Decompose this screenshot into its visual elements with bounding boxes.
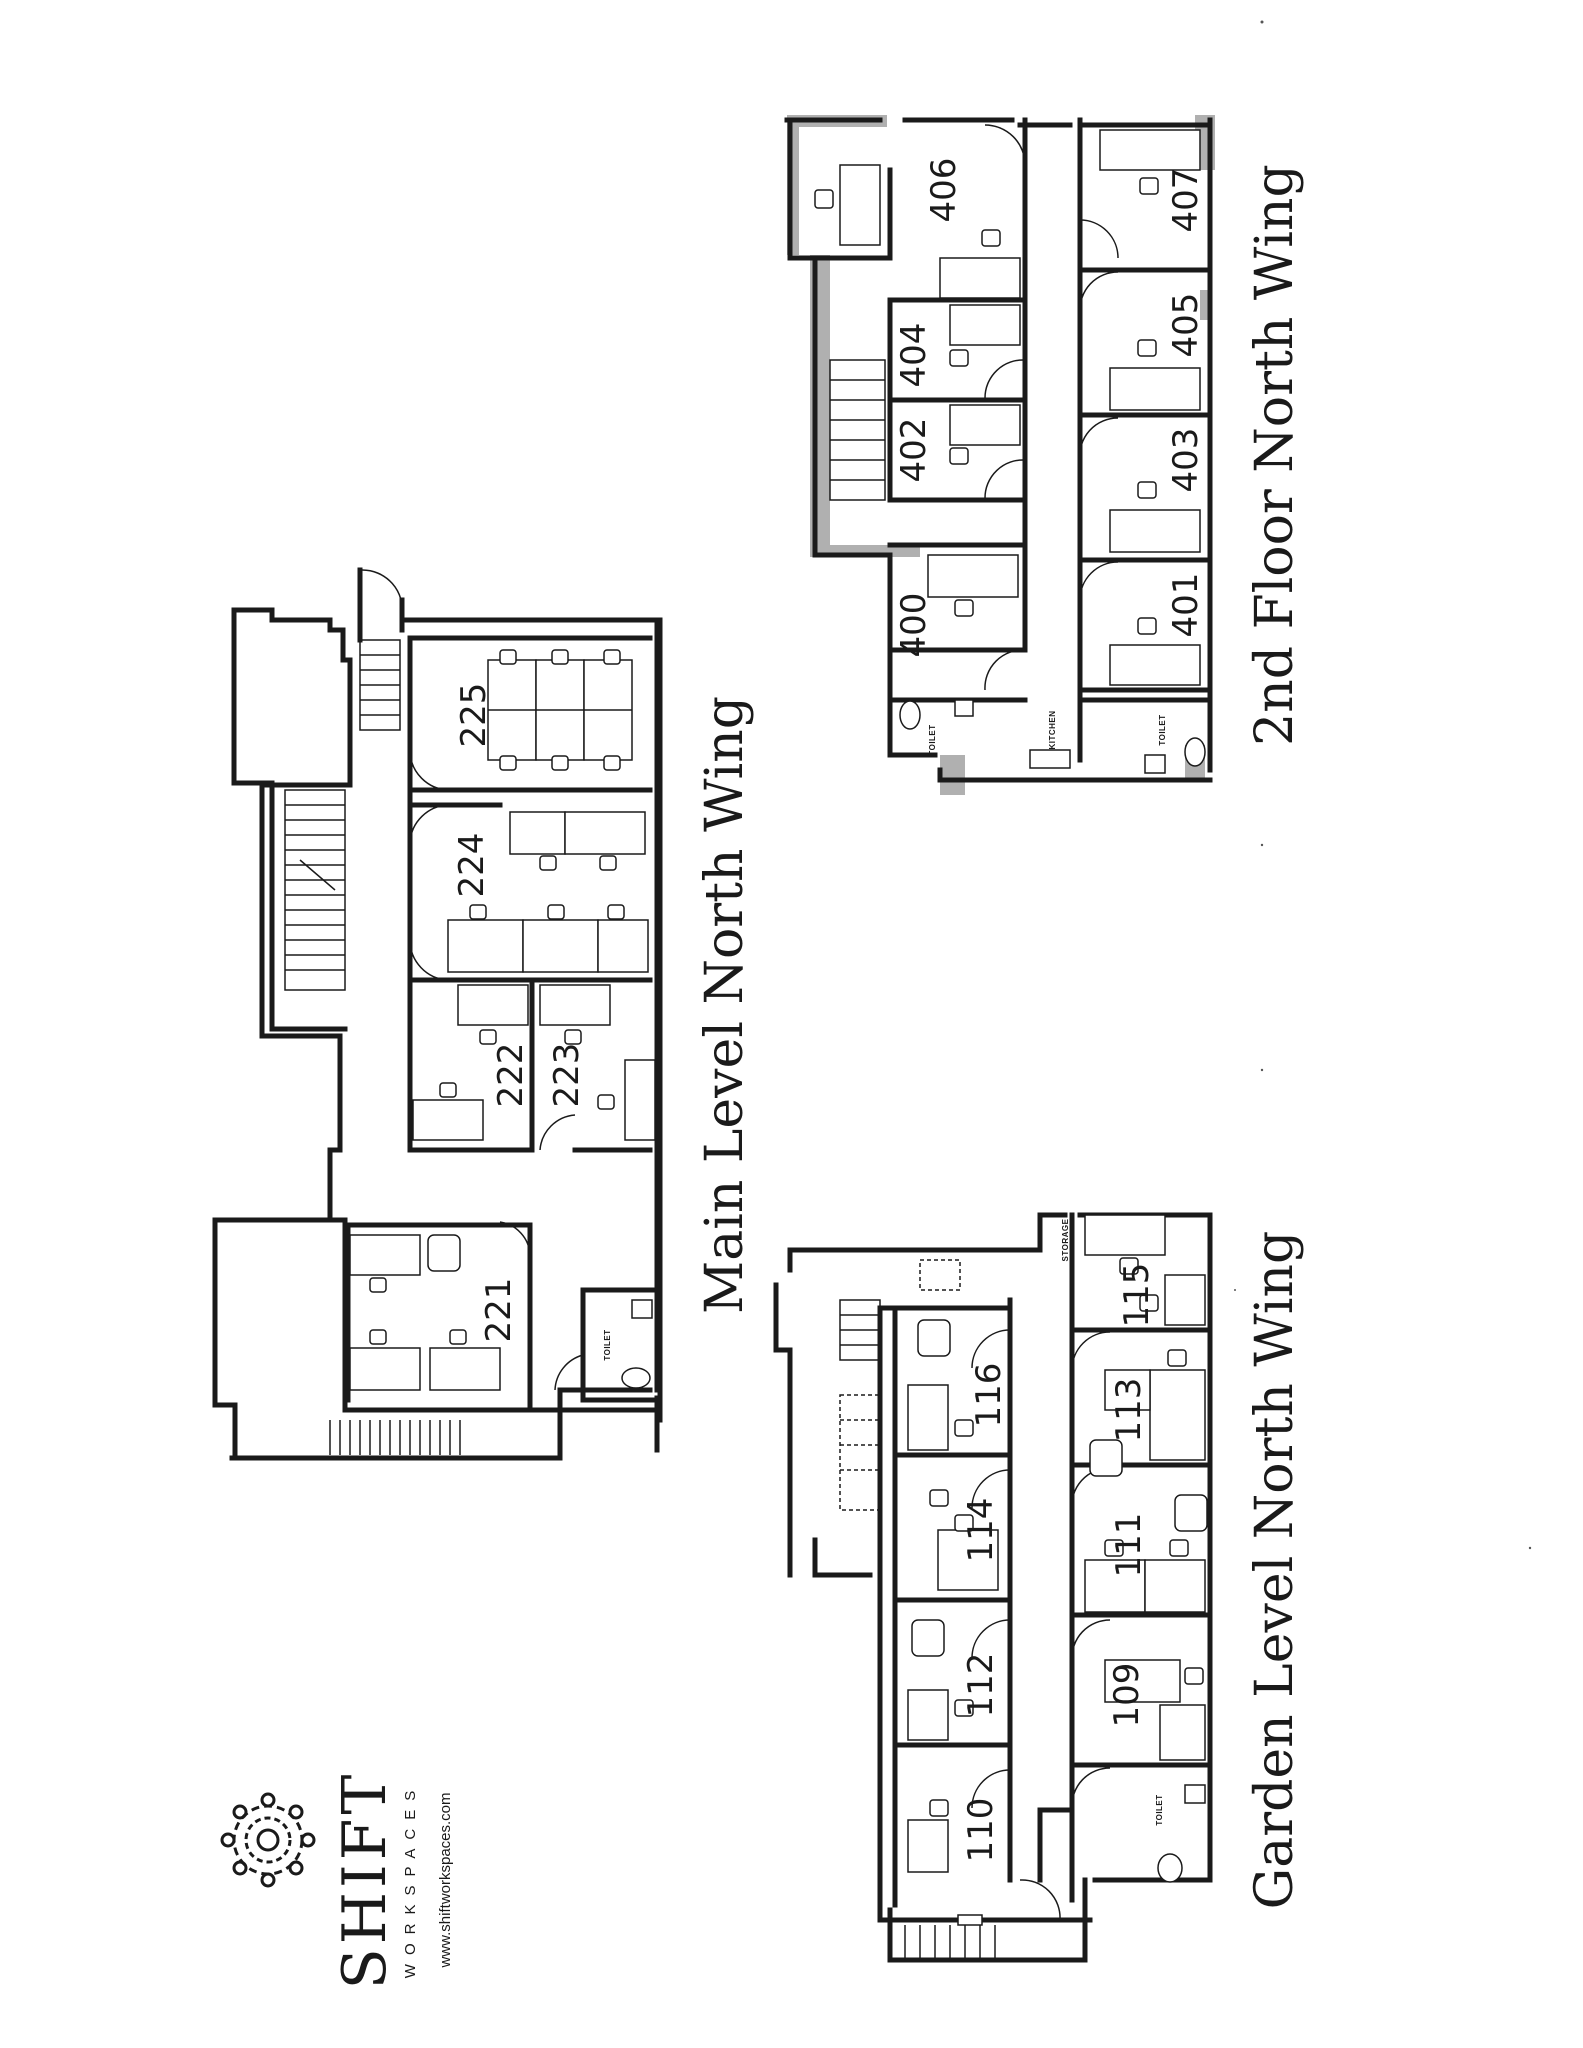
room-223-label: 223 (547, 1043, 587, 1108)
brand-url: www.shiftworkspaces.com (437, 1792, 454, 1968)
room-403-label: 403 (1166, 428, 1206, 493)
second-toilet-left-label: TOILET (928, 724, 937, 755)
room-113-label: 113 (1109, 1378, 1149, 1443)
room-222-label: 222 (491, 1043, 531, 1108)
room-224-label: 224 (452, 833, 492, 898)
room-222-223-desks (412, 984, 656, 1141)
storage-label: STORAGE (1061, 1218, 1070, 1261)
room-405-label: 405 (1166, 293, 1206, 358)
second-kitchen-label: KITCHEN (1048, 710, 1057, 749)
room-221-label: 221 (479, 1278, 519, 1343)
garden-level-title: Garden Level North Wing (1245, 1231, 1305, 1910)
room-221-furniture (349, 1234, 501, 1391)
main-toilet-label: TOILET (603, 1329, 612, 1360)
scan-specks (1234, 20, 1532, 1550)
brand-tagline: WORKSPACES (402, 1782, 419, 1978)
room-400-label: 400 (894, 593, 934, 658)
room-114-label: 114 (961, 1498, 1001, 1563)
second-floor-furniture (927, 129, 1201, 686)
second-floor-title: 2nd Floor North Wing (1245, 164, 1305, 746)
room-111-label: 111 (1109, 1513, 1149, 1578)
main-level-plan: TOILET 225 224 222 223 221 (212, 567, 663, 1461)
room-110-label: 110 (961, 1798, 1001, 1863)
room-116-label: 116 (969, 1363, 1009, 1428)
garden-level-plan: STORAGE (773, 1212, 1213, 1963)
main-stairs-top (359, 639, 401, 731)
second-floor-plan: TOILET KITCHEN TOILET 406 407 404 405 40… (784, 115, 1215, 795)
room-225-tables (487, 649, 633, 771)
garden-toilet-label: TOILET (1155, 1794, 1164, 1825)
room-407-label: 407 (1166, 168, 1206, 233)
second-stairs (829, 359, 886, 501)
room-404-label: 404 (894, 323, 934, 388)
main-stairs-bottom (329, 1420, 461, 1455)
second-toilet-right-label: TOILET (1158, 714, 1167, 745)
room-109-label: 109 (1107, 1663, 1147, 1728)
garden-furniture (907, 1214, 1208, 1926)
room-406-label: 406 (924, 158, 964, 223)
brand-name: SHIFT (330, 1771, 400, 1990)
main-level-title: Main Level North Wing (695, 696, 755, 1314)
room-112-label: 112 (961, 1653, 1001, 1718)
room-225-label: 225 (454, 683, 494, 748)
garden-stairs (839, 1299, 996, 1958)
room-115-label: 115 (1117, 1263, 1157, 1328)
room-401-label: 401 (1166, 573, 1206, 638)
shift-logo-mark (220, 1792, 316, 1888)
room-224-desks (447, 811, 649, 973)
main-stairs-left (284, 789, 346, 991)
room-402-label: 402 (894, 418, 934, 483)
